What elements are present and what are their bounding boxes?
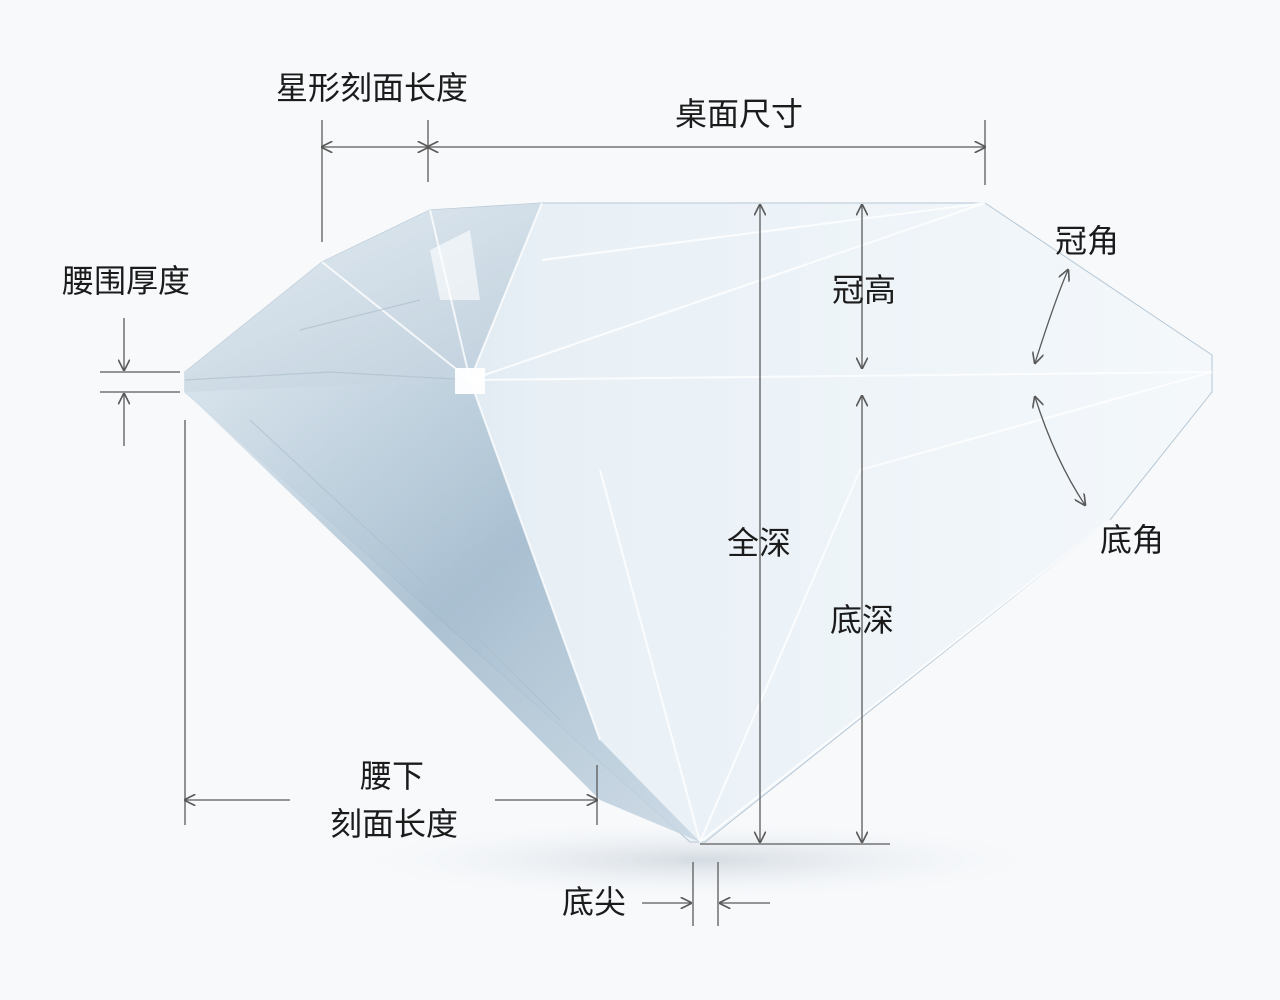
pavilion-depth-label: 底深 xyxy=(830,601,895,639)
total-depth-label: 全深 xyxy=(727,524,792,562)
table-size-label: 桌面尺寸 xyxy=(675,95,804,133)
lower-girdle-facet-label-line1: 腰下 xyxy=(360,757,425,795)
pavilion-angle-label: 底角 xyxy=(1100,521,1165,559)
lower-girdle-facet-label-line2: 刻面长度 xyxy=(330,805,459,843)
culet-label: 底尖 xyxy=(562,883,627,921)
diamond-shadow xyxy=(340,820,1060,900)
girdle-thickness-label: 腰围厚度 xyxy=(62,262,191,300)
crown-angle-label: 冠角 xyxy=(1055,222,1120,260)
diamond-image xyxy=(184,202,1213,843)
crown-height-label: 冠高 xyxy=(832,271,897,309)
star-facet-length-label: 星形刻面长度 xyxy=(276,69,469,107)
dimension-lines xyxy=(100,120,1085,926)
